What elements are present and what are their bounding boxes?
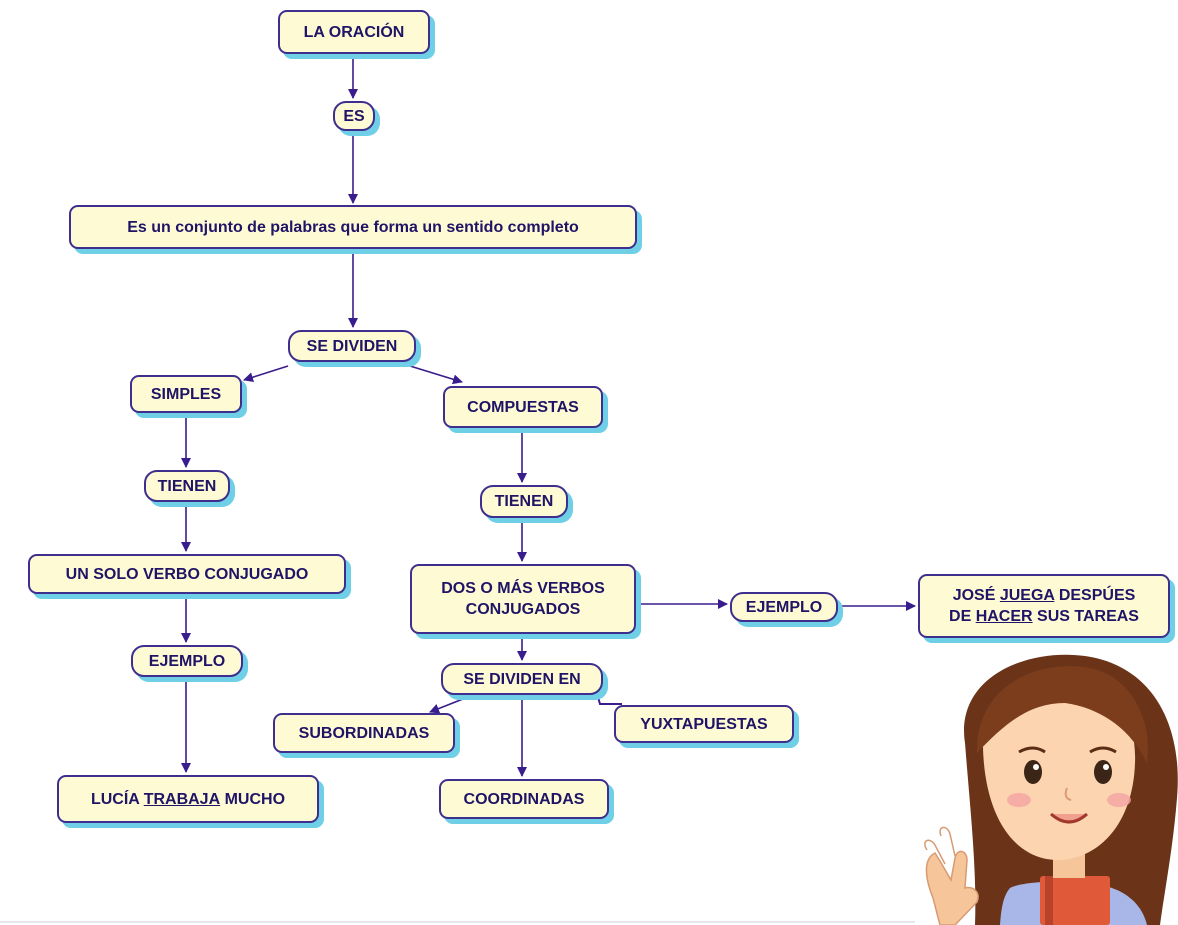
arrow-sedividen-compuestas	[409, 365, 463, 385]
node-subordinadas: SUBORDINADAS	[273, 713, 455, 753]
node-lucia: LUCÍA TRABAJA MUCHO	[57, 775, 319, 823]
arrow-sedividen-simples	[243, 365, 289, 383]
node-es: ES	[333, 101, 375, 131]
node-yuxtapuestas: YUXTAPUESTAS	[614, 705, 794, 743]
node-text: EJEMPLO	[745, 598, 823, 616]
girl-illustration	[924, 654, 1178, 925]
node-text: EJEMPLO	[148, 652, 226, 670]
node-text: LA ORACIÓN	[303, 23, 405, 41]
node-un-solo-verbo: UN SOLO VERBO CONJUGADO	[28, 554, 346, 594]
node-compuestas: COMPUESTAS	[443, 386, 603, 428]
node-definicion: Es un conjunto de palabras que forma un …	[69, 205, 637, 249]
node-jose: JOSÉ JUEGA DESPÚES DE HACER SUS TAREAS	[918, 574, 1170, 638]
node-text: SE DIVIDEN	[306, 337, 398, 355]
node-text: TIENEN	[157, 477, 217, 495]
bottom-divider	[0, 921, 915, 923]
node-text-after: MUCHO	[220, 790, 286, 808]
node-text: Es un conjunto de palabras que forma un …	[127, 218, 579, 236]
node-text: SE DIVIDEN EN	[463, 670, 581, 688]
node-dos-o-mas-verbos: DOS O MÁS VERBOS CONJUGADOS	[410, 564, 636, 634]
node-text-line1: DOS O MÁS VERBOS	[441, 580, 605, 597]
node-se-dividen-en: SE DIVIDEN EN	[441, 663, 603, 695]
node-text-after: SUS TAREAS	[1032, 608, 1139, 625]
node-text-before: DE	[949, 608, 976, 625]
node-ejemplo-simples: EJEMPLO	[131, 645, 243, 677]
node-coordinadas: COORDINADAS	[439, 779, 609, 819]
node-text: COORDINADAS	[463, 790, 585, 808]
node-line1: JOSÉ JUEGA DESPÚES	[953, 585, 1136, 606]
node-tienen-simples: TIENEN	[144, 470, 230, 502]
node-text-before: LUCÍA	[90, 790, 144, 808]
verb-underlined: JUEGA	[999, 587, 1055, 604]
node-line2: DE HACER SUS TAREAS	[949, 606, 1139, 627]
node-text-before: JOSÉ	[952, 587, 1000, 604]
node-text: TIENEN	[494, 493, 554, 510]
node-text-after: DESPÚES	[1054, 587, 1136, 604]
arrow-sedividenen-subordinadas	[429, 696, 469, 714]
node-text: UN SOLO VERBO CONJUGADO	[65, 565, 309, 583]
verb-underlined: HACER	[975, 608, 1033, 625]
node-se-dividen: SE DIVIDEN	[288, 330, 416, 362]
node-text-line2: CONJUGADOS	[465, 601, 581, 618]
node-text: SUBORDINADAS	[298, 724, 430, 742]
node-text: SIMPLES	[150, 385, 222, 403]
arrow-sedividenen-yuxtapuestas	[597, 696, 622, 705]
node-simples: SIMPLES	[130, 375, 242, 413]
node-ejemplo-compuestas: EJEMPLO	[730, 592, 838, 622]
node-text: COMPUESTAS	[467, 398, 579, 416]
node-la-oracion: LA ORACIÓN	[278, 10, 430, 54]
verb-underlined: TRABAJA	[143, 790, 221, 808]
node-tienen-compuestas: TIENEN	[480, 485, 568, 518]
node-text: YUXTAPUESTAS	[640, 715, 768, 733]
node-text: ES	[343, 107, 365, 125]
